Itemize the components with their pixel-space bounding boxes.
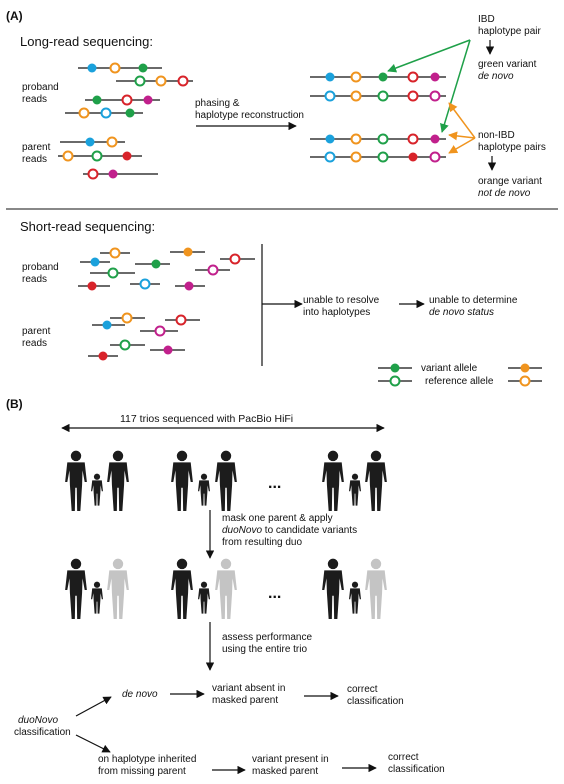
unable-resolve-2: into haplotypes [303, 307, 370, 318]
mask-step-3: from resulting duo [222, 537, 302, 548]
parent-reads-short-1: parent [22, 326, 51, 337]
short-read-heading: Short-read sequencing: [20, 219, 155, 234]
assess-step-2: using the entire trio [222, 644, 307, 655]
inherited-branch-arrow [75, 734, 111, 753]
green-arrow-1 [387, 39, 471, 73]
trio-ellipsis-1: ... [268, 475, 281, 492]
green-arrow-2 [440, 39, 471, 133]
absent-1: variant absent in [212, 683, 285, 694]
mask-step-rest: to candidate variants [262, 525, 357, 536]
legend-reference-label: reference allele [425, 376, 494, 387]
orange-arrow-3 [448, 137, 476, 154]
ibd-label-1: IBD [478, 14, 495, 25]
duo-3 [322, 558, 387, 619]
correct-1b: classification [347, 696, 404, 707]
legend: variant allele reference allele [378, 363, 542, 387]
trio-row-masked [65, 558, 387, 619]
nonibd-label-2: haplotype pairs [478, 142, 546, 153]
haplotype-ibd-2 [310, 90, 446, 102]
parent-reads-short-2: reads [22, 338, 47, 349]
short-reads-parent [88, 312, 200, 361]
classification-2: classification [14, 727, 71, 738]
haplotype-ibd-1 [310, 71, 446, 83]
parent-reads-label-1: parent [22, 142, 51, 153]
green-result-label-1: green variant [478, 59, 537, 70]
proband-reads-label-2: reads [22, 94, 47, 105]
legend-variant-label: variant allele [421, 363, 478, 374]
orange-result-label-2: not de novo [478, 188, 531, 199]
long-read-proband-2 [116, 75, 193, 87]
denovo-branch-arrow [75, 696, 112, 717]
unable-determine-2: de novo status [429, 307, 494, 318]
proband-reads-short-1: proband [22, 262, 59, 273]
trio-2 [171, 450, 237, 511]
unable-determine-1: unable to determine [429, 295, 518, 306]
trios-label: 117 trios sequenced with PacBio HiFi [120, 413, 293, 425]
duo-1 [65, 558, 129, 619]
panel-b-label: (B) [6, 397, 23, 411]
inherited-1: on haplotype inherited [98, 754, 196, 765]
inherited-2: from missing parent [98, 766, 186, 777]
trio-row-full [65, 450, 387, 511]
orange-result-label-1: orange variant [478, 176, 542, 187]
proband-reads-short-2: reads [22, 274, 47, 285]
classification-1: duoNovo [18, 715, 58, 726]
legend-reference-orange [519, 375, 531, 387]
present-2: masked parent [252, 766, 318, 777]
denovo-label: de novo [122, 689, 158, 700]
long-read-proband-3 [85, 94, 160, 106]
legend-variant-orange [520, 363, 530, 373]
panel-a-label: (A) [6, 9, 23, 23]
long-read-proband-1 [78, 62, 162, 74]
duo-2 [171, 558, 237, 619]
correct-2b: classification [388, 764, 445, 775]
trio-3 [322, 450, 387, 511]
assess-step-1: assess performance [222, 632, 312, 643]
legend-reference-green [389, 375, 401, 387]
parent-reads-label-2: reads [22, 154, 47, 165]
trio-ellipsis-2: ... [268, 585, 281, 602]
green-result-label-2: de novo [478, 71, 514, 82]
phasing-label-2: haplotype reconstruction [195, 110, 304, 121]
long-read-parent-2 [58, 150, 142, 162]
haplotype-nonibd-1 [310, 133, 446, 145]
long-read-heading: Long-read sequencing: [20, 34, 153, 49]
orange-arrow-2 [448, 131, 476, 141]
nonibd-label-1: non-IBD [478, 130, 515, 141]
long-read-proband-4 [65, 107, 143, 119]
mask-step-1: mask one parent & apply [222, 513, 333, 524]
legend-variant-green [390, 363, 400, 373]
ibd-label-2: haplotype pair [478, 26, 541, 37]
proband-reads-label-1: proband [22, 82, 59, 93]
haplotype-nonibd-2 [310, 151, 446, 163]
unable-resolve-1: unable to resolve [303, 295, 380, 306]
orange-arrow-1 [448, 102, 476, 139]
correct-2a: correct [388, 752, 419, 763]
long-read-parent-1 [60, 136, 125, 148]
short-reads-proband [78, 247, 255, 291]
trio-1 [65, 450, 129, 511]
long-read-parent-3 [83, 168, 158, 180]
correct-1a: correct [347, 684, 378, 695]
absent-2: masked parent [212, 695, 278, 706]
mask-step-2: duoNovo to candidate variants [222, 525, 357, 536]
present-1: variant present in [252, 754, 329, 765]
mask-step-tool: duoNovo [222, 525, 262, 536]
phasing-label-1: phasing & [195, 98, 240, 109]
